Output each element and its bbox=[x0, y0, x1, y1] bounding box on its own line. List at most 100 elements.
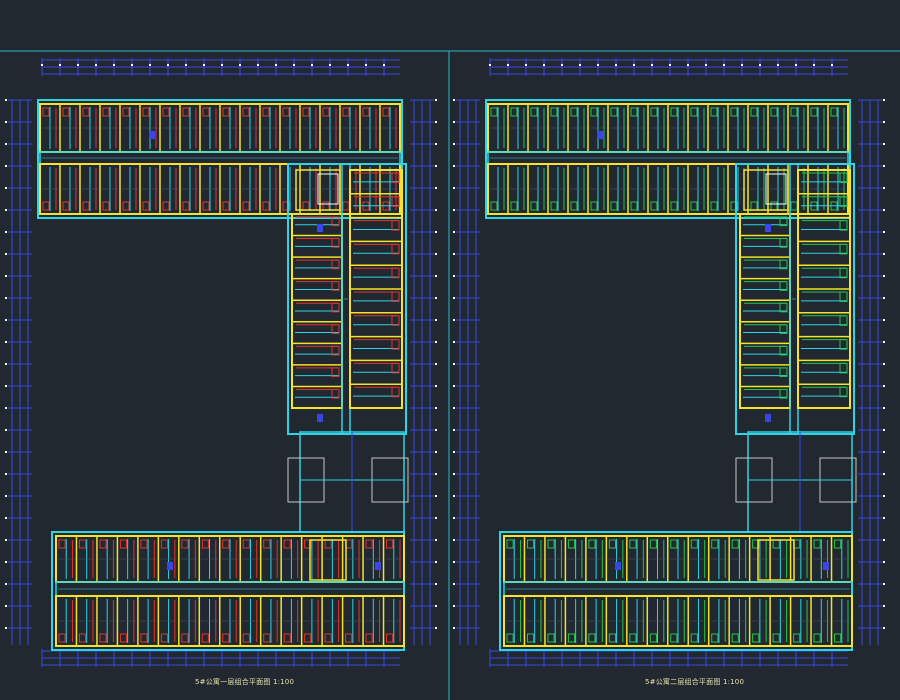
room-fixture bbox=[102, 201, 110, 211]
room-fixture bbox=[834, 539, 842, 549]
stair-core-inner bbox=[765, 173, 787, 205]
axis-mark bbox=[453, 473, 455, 475]
axis-mark bbox=[883, 363, 885, 365]
room-fixture bbox=[331, 259, 340, 270]
room-fixture bbox=[42, 107, 50, 117]
axis-mark bbox=[453, 583, 455, 585]
axis-mark bbox=[5, 627, 7, 629]
room-fixture bbox=[839, 243, 848, 255]
axis-mark bbox=[5, 605, 7, 607]
dimension-mark bbox=[41, 64, 43, 66]
entry-marker bbox=[765, 224, 771, 232]
axis-mark bbox=[435, 99, 437, 101]
room-fixture bbox=[391, 362, 400, 374]
room-fixture bbox=[779, 281, 788, 291]
axis-mark bbox=[5, 121, 7, 123]
dimension-mark bbox=[813, 64, 815, 66]
axis-mark bbox=[5, 275, 7, 277]
axis-mark bbox=[883, 627, 885, 629]
axis-mark bbox=[435, 209, 437, 211]
room-fixture bbox=[670, 107, 678, 117]
room-fixture bbox=[391, 196, 400, 207]
room-fixture bbox=[42, 201, 50, 211]
room-fixture bbox=[490, 201, 498, 211]
dimension-mark bbox=[525, 64, 527, 66]
axis-mark bbox=[453, 429, 455, 431]
room-fixture bbox=[530, 201, 538, 211]
room-fixture bbox=[588, 539, 596, 549]
room-fixture bbox=[793, 633, 801, 643]
axis-mark bbox=[435, 231, 437, 233]
axis-mark bbox=[453, 495, 455, 497]
room-fixture bbox=[690, 539, 698, 549]
room-fixture bbox=[649, 633, 657, 643]
room-fixture bbox=[711, 633, 719, 643]
room-fixture bbox=[526, 633, 535, 643]
room-fixture bbox=[834, 633, 842, 643]
room-fixture bbox=[670, 539, 678, 549]
axis-mark bbox=[5, 385, 7, 387]
axis-mark bbox=[883, 187, 885, 189]
room-fixture bbox=[365, 539, 373, 549]
room-fixture bbox=[331, 388, 340, 399]
axis-mark bbox=[883, 517, 885, 519]
room-fixture bbox=[779, 367, 788, 378]
axis-mark bbox=[5, 165, 7, 167]
dimension-mark bbox=[185, 64, 187, 66]
room-fixture bbox=[283, 633, 291, 643]
room-fixture bbox=[78, 633, 87, 643]
stair-core bbox=[295, 169, 341, 211]
room-fixture bbox=[386, 633, 394, 643]
room-fixture bbox=[772, 633, 780, 643]
dimension-mark bbox=[687, 64, 689, 66]
bottom-core bbox=[309, 539, 347, 581]
axis-mark bbox=[883, 121, 885, 123]
room-fixture bbox=[730, 107, 738, 117]
dimension-mark bbox=[329, 64, 331, 66]
room-fixture bbox=[567, 539, 576, 549]
room-fixture bbox=[140, 539, 148, 549]
room-fixture bbox=[322, 107, 330, 117]
room-fixture bbox=[629, 633, 637, 643]
dimension-mark bbox=[311, 64, 313, 66]
room-fixture bbox=[813, 539, 821, 549]
axis-mark bbox=[453, 121, 455, 123]
room-fixture bbox=[813, 633, 821, 643]
room-fixture bbox=[331, 345, 340, 356]
entry-marker bbox=[597, 131, 603, 139]
axis-mark bbox=[5, 253, 7, 255]
room-fixture bbox=[391, 172, 400, 184]
dimension-mark bbox=[293, 64, 295, 66]
room-fixture bbox=[690, 107, 698, 117]
room-fixture bbox=[650, 107, 658, 117]
room-fixture bbox=[839, 315, 848, 326]
room-fixture bbox=[650, 201, 658, 211]
room-fixture bbox=[202, 201, 210, 211]
axis-mark bbox=[453, 297, 455, 299]
room-fixture bbox=[731, 633, 739, 643]
room-fixture bbox=[201, 539, 209, 549]
room-fixture bbox=[182, 107, 190, 117]
axis-mark bbox=[883, 231, 885, 233]
room-fixture bbox=[510, 107, 518, 117]
axis-mark bbox=[435, 143, 437, 145]
room-fixture bbox=[202, 107, 210, 117]
dimension-mark bbox=[633, 64, 635, 66]
axis-mark bbox=[883, 385, 885, 387]
axis-mark bbox=[5, 407, 7, 409]
axis-mark bbox=[435, 363, 437, 365]
axis-mark bbox=[435, 429, 437, 431]
entry-marker bbox=[149, 131, 155, 139]
dimension-mark bbox=[383, 64, 385, 66]
room-fixture bbox=[62, 201, 70, 211]
axis-mark bbox=[453, 253, 455, 255]
room-fixture bbox=[391, 267, 400, 279]
axis-mark bbox=[883, 319, 885, 321]
dimension-mark bbox=[347, 64, 349, 66]
dimension-mark bbox=[741, 64, 743, 66]
axis-mark bbox=[883, 407, 885, 409]
room-fixture bbox=[752, 633, 760, 643]
room-fixture bbox=[331, 367, 340, 378]
axis-mark bbox=[5, 187, 7, 189]
